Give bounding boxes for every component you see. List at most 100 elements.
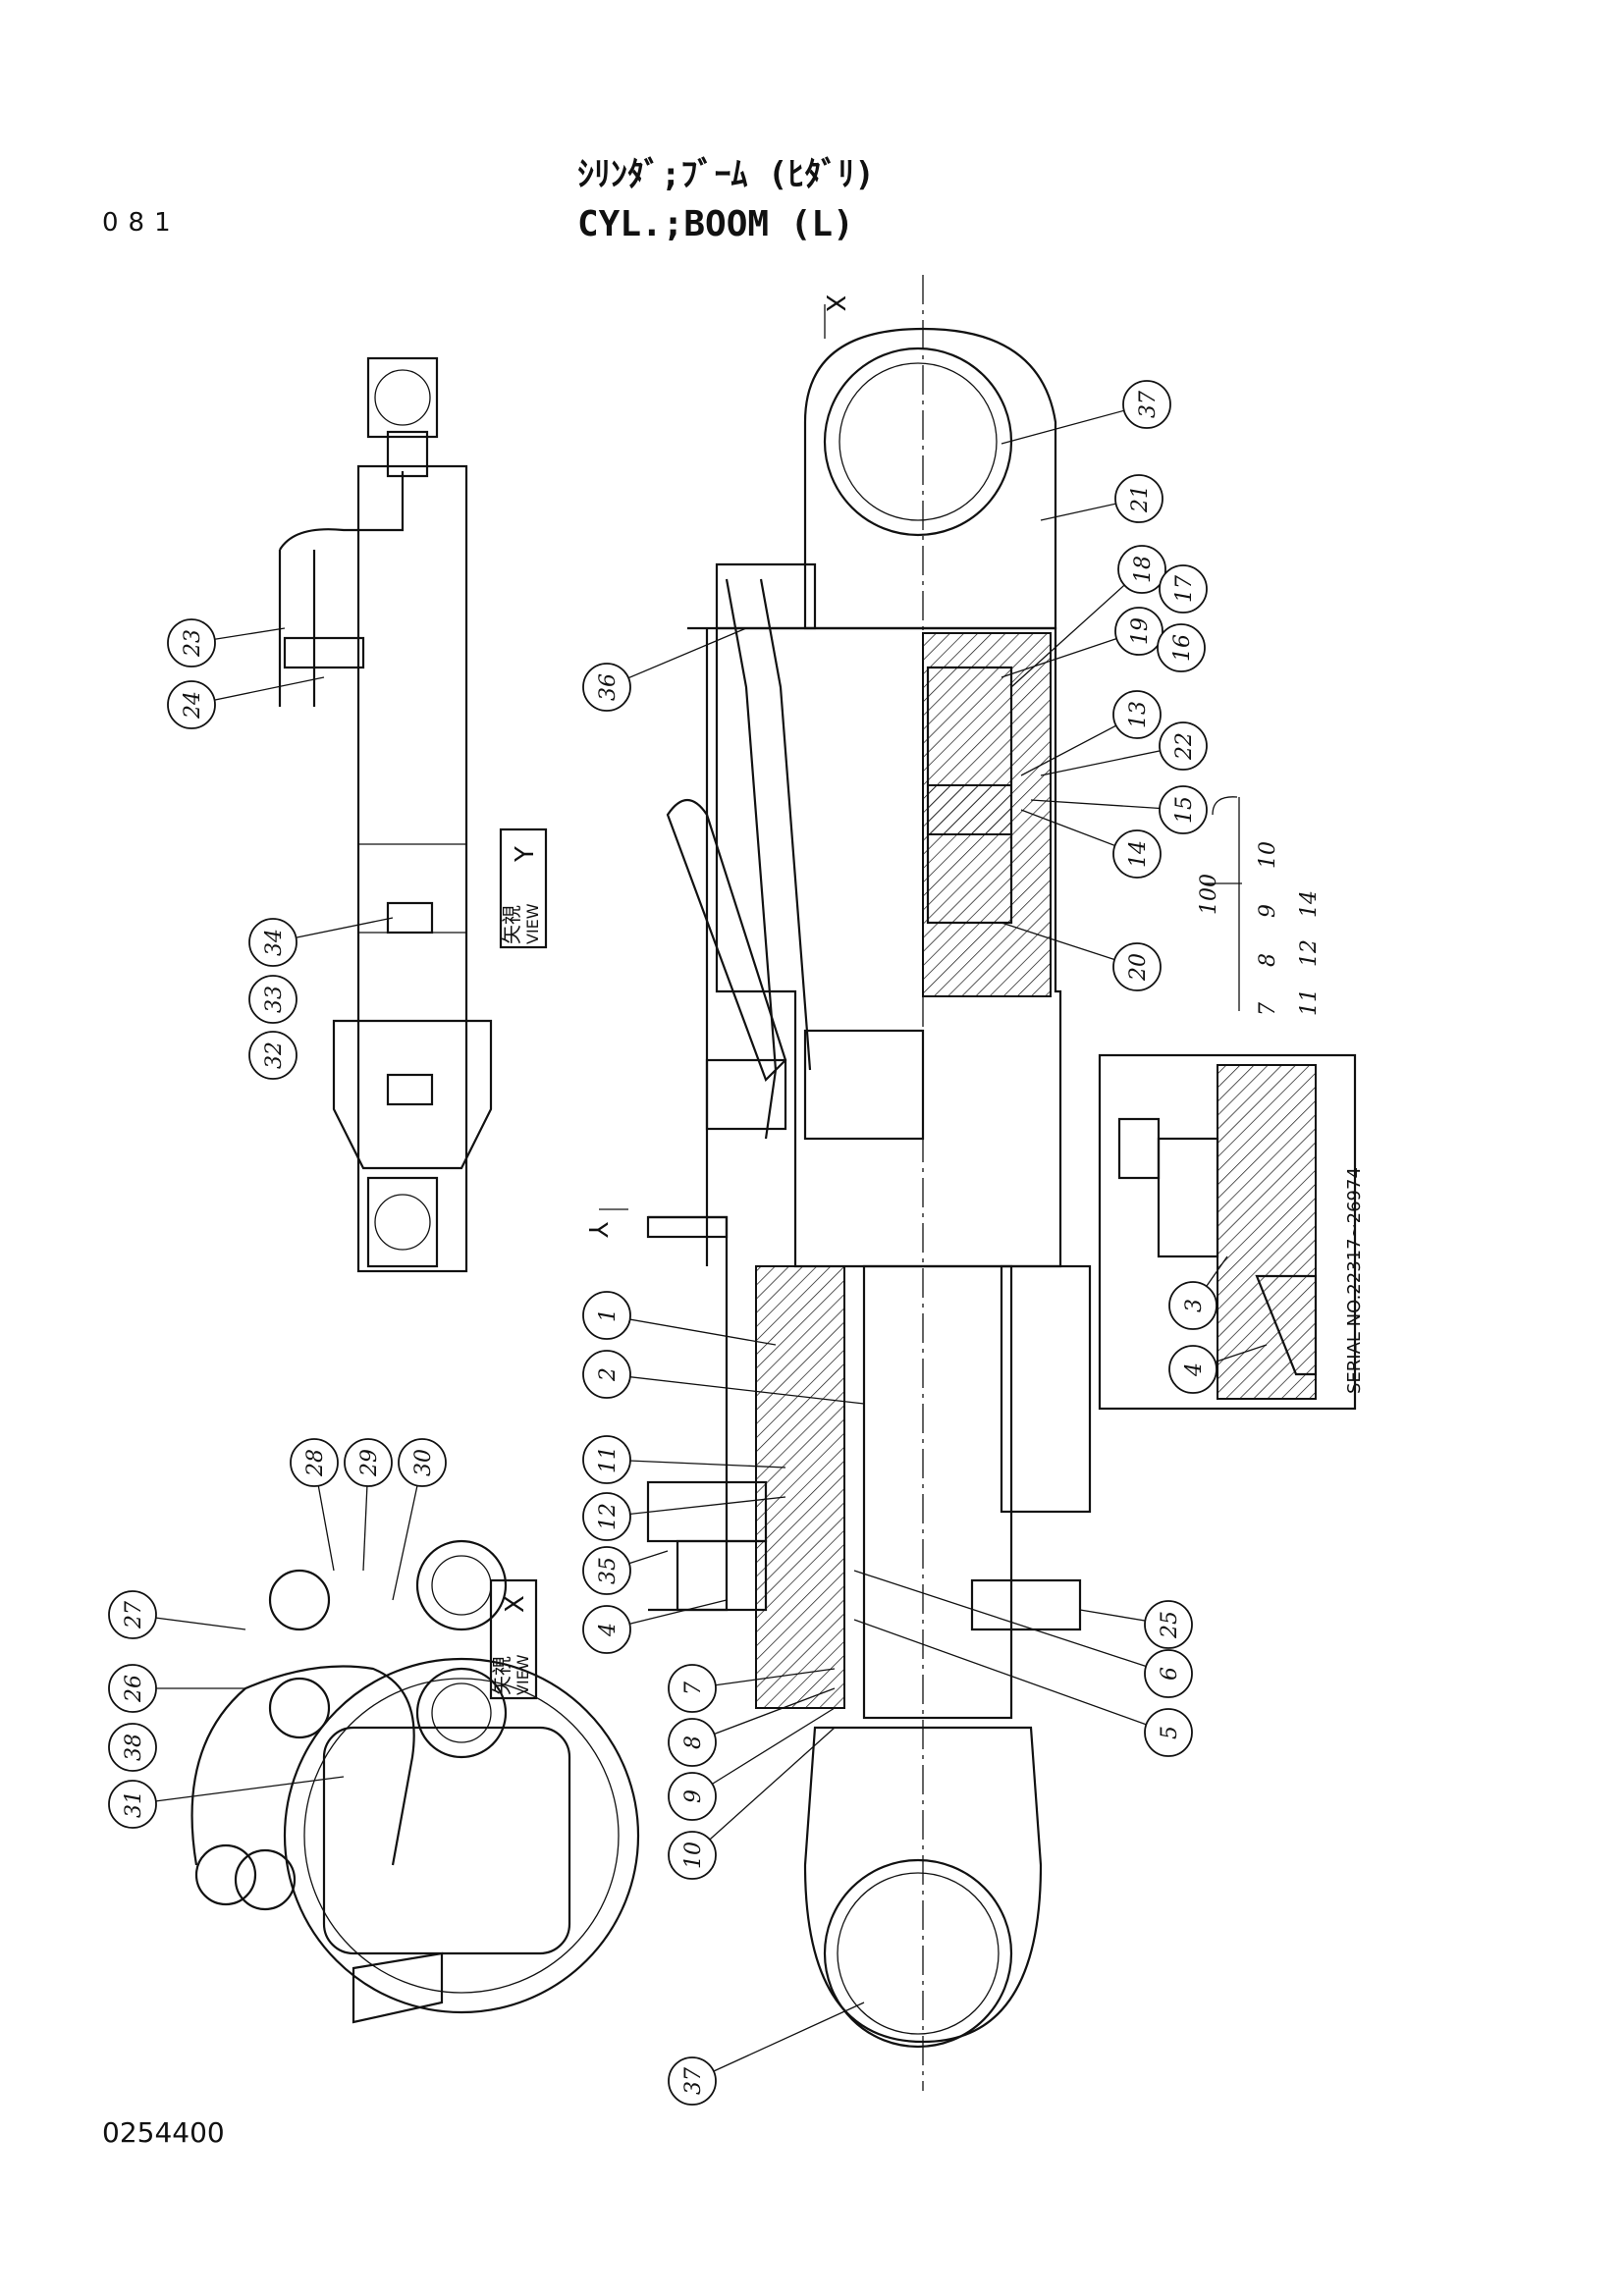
callout-circle: [1114, 474, 1163, 523]
arrow-x-label: X: [820, 294, 849, 312]
callout-circle: [108, 1590, 157, 1639]
leader-line: [691, 2002, 865, 2082]
callout-circle: [167, 618, 216, 667]
callout-circle: [1157, 623, 1206, 672]
callout-number: 28: [303, 1449, 328, 1477]
kit-r1-1: 8: [1256, 953, 1280, 967]
callout-circle: [582, 1492, 631, 1541]
main-cylinder-section: Y X: [582, 275, 1092, 2091]
side-view-y: 矢視 VIEW Y: [278, 356, 548, 1273]
callout-number: 8: [681, 1735, 706, 1749]
callout-number: 18: [1131, 556, 1156, 583]
callout-circle: [344, 1438, 393, 1487]
callout-circle: [1159, 721, 1208, 771]
callout-c4i: 4: [1168, 1344, 1268, 1394]
callout-circle: [1114, 607, 1163, 656]
callout-c37a: 37: [1001, 380, 1171, 445]
callout-c12: 12: [582, 1492, 786, 1541]
callout-c25: 25: [1079, 1600, 1193, 1649]
view-y-en: VIEW: [523, 903, 542, 944]
leader-line: [606, 627, 747, 688]
callout-number: 37: [681, 2067, 706, 2095]
kit-group: 100 7 8 9 10 11 12 14: [1197, 796, 1322, 1016]
drawing-number: 0254400: [102, 2116, 225, 2149]
callout-c19: 19: [1001, 607, 1163, 678]
leader-line: [1001, 403, 1148, 445]
leader-line: [606, 1496, 786, 1518]
callout-c4: 4: [582, 1599, 728, 1654]
callout-number: 5: [1158, 1726, 1182, 1739]
callout-c23: 23: [167, 618, 286, 667]
callout-number: 14: [1126, 840, 1151, 868]
callout-c15: 15: [1030, 785, 1208, 834]
callout-c35: 35: [582, 1546, 669, 1595]
callout-c18: 18: [1010, 545, 1166, 688]
callout-c8: 8: [668, 1687, 836, 1767]
callout-circle: [582, 1350, 631, 1399]
callout-circle: [398, 1438, 447, 1487]
callout-circle: [108, 1723, 157, 1772]
callout-c22: 22: [1040, 721, 1208, 776]
callout-circle: [1122, 380, 1171, 429]
view-y-jp: 矢視: [500, 905, 523, 944]
callout-c7: 7: [668, 1664, 836, 1713]
callout-number: 36: [596, 673, 621, 701]
callout-number: 10: [681, 1842, 706, 1869]
callout-c27: 27: [108, 1590, 246, 1639]
callout-number: 33: [262, 986, 287, 1013]
leader-line: [1010, 568, 1143, 688]
callout-circle: [1144, 1600, 1193, 1649]
callout-circle: [668, 1772, 717, 1821]
callout-number: 7: [681, 1682, 706, 1695]
title-english: CYL.;BOOM (L): [577, 204, 854, 244]
callout-number: 16: [1170, 634, 1195, 662]
callout-circle: [167, 680, 216, 729]
callout-number: 12: [596, 1503, 621, 1530]
callout-number: 20: [1126, 953, 1151, 982]
leader-line: [1030, 799, 1184, 811]
callout-number: 37: [1136, 391, 1161, 418]
callout-circle: [1159, 785, 1208, 834]
callout-c24: 24: [167, 676, 325, 729]
leader-line: [853, 1619, 1169, 1734]
kit-row-2: 11 12 14: [1297, 890, 1322, 1016]
callout-circle: [668, 1831, 717, 1880]
callout-number: 9: [681, 1789, 706, 1803]
callout-c13: 13: [1020, 690, 1162, 776]
callout-circle: [582, 1435, 631, 1484]
view-x-letter: X: [501, 1595, 530, 1613]
callout-number: 25: [1158, 1611, 1182, 1639]
kit-r1-3: 10: [1256, 841, 1280, 869]
callout-number: 17: [1172, 575, 1197, 603]
leader-line: [691, 1707, 836, 1797]
callout-c37b: 37: [668, 2002, 865, 2106]
callout-number: 27: [122, 1601, 146, 1629]
callout-c6: 6: [853, 1570, 1193, 1698]
callout-circle: [1168, 1345, 1217, 1394]
callout-c3i: 3: [1168, 1255, 1228, 1330]
callout-number: 32: [262, 1041, 287, 1069]
callout-circle: [108, 1780, 157, 1829]
callout-c16: 16: [1157, 623, 1206, 672]
callout-circle: [248, 975, 298, 1024]
kit-row-1: 7 8 9 10: [1256, 841, 1280, 1016]
serial-inset: SERIAL NO.22317~26974: [1098, 1053, 1365, 1411]
callout-circle: [582, 1291, 631, 1340]
callout-c10: 10: [668, 1727, 836, 1880]
leader-line: [691, 1687, 836, 1743]
kit-r2-0: 11: [1297, 988, 1322, 1016]
callout-circle: [582, 1546, 631, 1595]
callout-number: 31: [122, 1790, 146, 1818]
callout-number: 2: [596, 1367, 621, 1382]
kit-r1-2: 9: [1256, 904, 1280, 918]
callout-number: 4: [596, 1623, 621, 1637]
callout-number: 24: [181, 691, 205, 720]
callout-number: 15: [1172, 796, 1197, 824]
leader-line: [132, 1776, 345, 1805]
callout-circle: [668, 1718, 717, 1767]
callout-circle: [248, 918, 298, 967]
leader-line: [853, 1570, 1169, 1675]
callout-number: 35: [596, 1557, 621, 1584]
callout-circle: [248, 1031, 298, 1080]
